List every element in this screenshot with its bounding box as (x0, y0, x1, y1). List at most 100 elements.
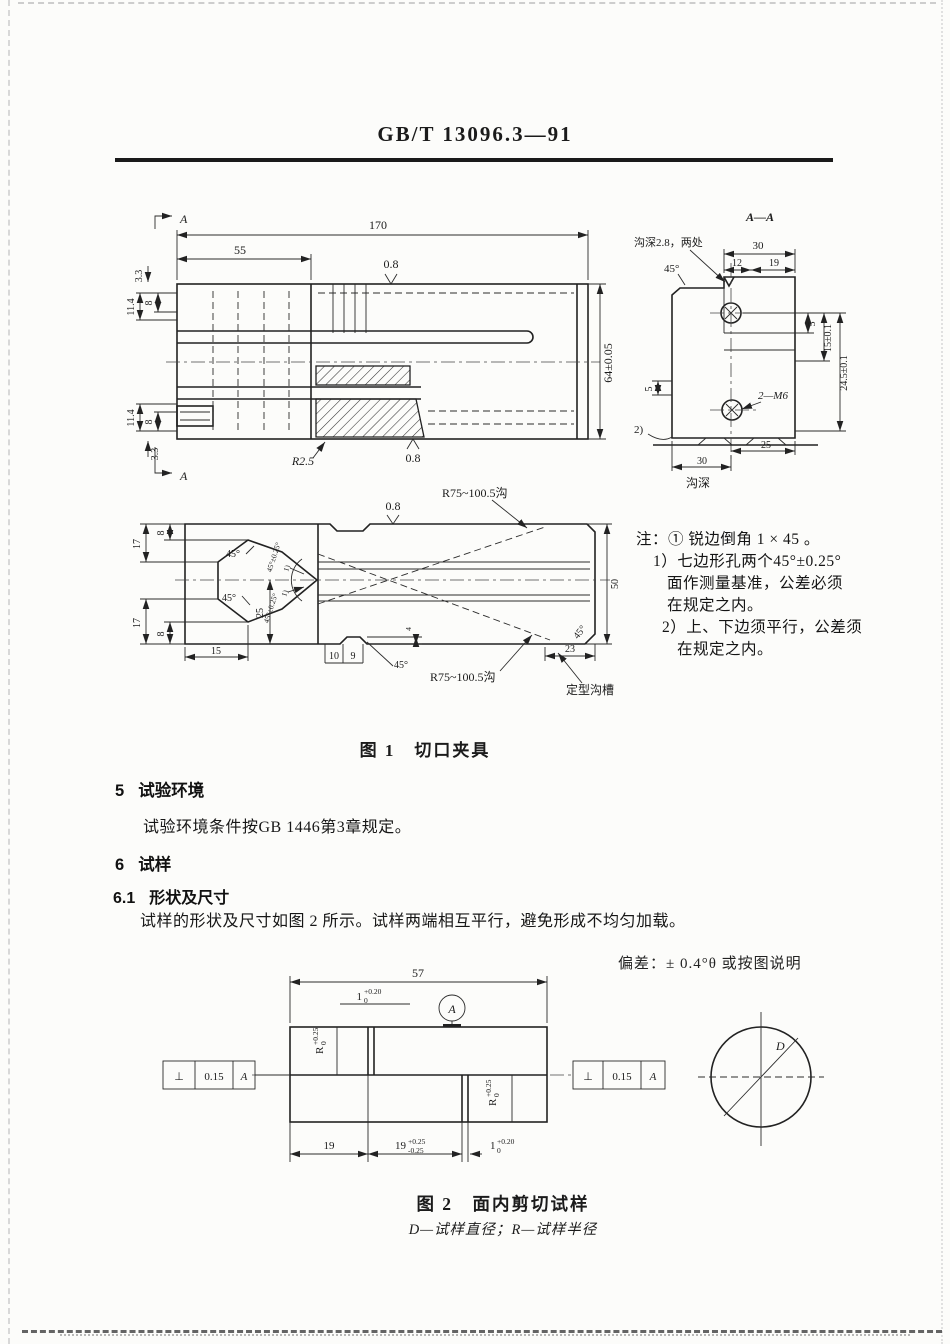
notch-top-upper: +0.20 (364, 987, 382, 996)
roughness-symbol-bottom (406, 438, 420, 450)
note-line-1: 注：① 锐边倒角 1 × 45 。 (636, 531, 820, 548)
perpendicularity-icon-right: ⊥ (583, 1071, 593, 1083)
note-line-5: 2）上、下边须平行，公差须 (662, 619, 863, 636)
radius-right-dim: R +0.25 0 (484, 1079, 501, 1106)
dim-17-top: 17 (132, 539, 143, 549)
frame-right-value: 0.15 (612, 1071, 632, 1083)
radius-left-base: R (314, 1046, 326, 1054)
roughness-bottom: 0.8 (406, 451, 421, 465)
dim-12: 12 (732, 258, 742, 269)
dim-30-top: 30 (753, 240, 765, 252)
frame-left-value: 0.15 (204, 1071, 224, 1083)
section-5-body: 试验环境条件按GB 1446第3章规定。 (143, 819, 412, 836)
note-line-6: 在规定之内。 (677, 641, 774, 658)
note-line-3: 面作测量基准，公差必须 (667, 575, 844, 592)
fig2-subcaption: D—试样直径；R—试样半径 (408, 1222, 598, 1238)
fig1-main-view-drawing: A 170 55 0.8 3.3 11.4 8 8 11.4 3.3 (126, 212, 615, 483)
fig2-end-view: D (698, 1012, 824, 1146)
diameter-d-label: D (775, 1039, 785, 1053)
radius-right-upper: +0.25 (484, 1079, 493, 1097)
dim-170: 170 (369, 218, 387, 232)
dim-24-5: 24.5±0.1 (839, 355, 850, 391)
roughness-top: 0.8 (384, 257, 399, 271)
thread-2-m6: 2—M6 (758, 390, 788, 402)
standard-number: GB/T 13096.3—91 (377, 122, 573, 146)
tolerance-frame-left: ⊥ 0.15 A (162, 1060, 290, 1090)
fig1-notes: 注：① 锐边倒角 1 × 45 。 1）七边形孔两个45°±0.25° 面作测量… (636, 529, 906, 661)
fig2-outline (252, 1026, 572, 1162)
dim-4: 4 (404, 627, 413, 631)
fig1-caption: 图 1 切口夹具 (359, 741, 491, 760)
notch-top-lower: 0 (364, 996, 368, 1005)
datum-a-symbol: A (447, 1002, 456, 1016)
radius-right-lower: 0 (492, 1093, 501, 1097)
dim-19: 19 (324, 1140, 336, 1152)
section-arrow-label-top: A (179, 212, 188, 226)
dim-25: 25 (255, 608, 266, 618)
scan-artifact-right (941, 0, 943, 1344)
dim-30-bottom: 30 (697, 456, 707, 467)
section-6-1-body: 试样的形状及尺寸如图 2 所示。试样两端相互平行，避免形成不均匀加载。 (140, 913, 686, 930)
groove-label-top: R75~100.5沟 (442, 486, 508, 500)
dim-19-tol-base: 19 (395, 1140, 407, 1152)
fig1-section-dimensions: 30 12 19 5 15±0.1 24.5±0.1 5 2—M6 2) 25 … (634, 240, 850, 490)
angle-45-lower: 45° (222, 593, 236, 604)
dim-8-top: 8 (144, 301, 155, 306)
dim-11-4-top: 11.4 (126, 298, 137, 315)
groove-note: 沟深2.8，两处 (634, 236, 703, 249)
fig1-main-outline (176, 283, 589, 440)
notch-bot-upper: +0.20 (497, 1137, 515, 1146)
dim-57: 57 (412, 966, 424, 980)
dim-19-tol-lower: -0.25 (408, 1146, 424, 1155)
dim-8-bottom: 8 (144, 420, 155, 425)
fig1-top-dimensions: R75~100.5沟 0.8 17 8 17 8 45° 45° 45°±0.2… (132, 486, 621, 697)
fig1-top-outline (175, 523, 610, 645)
roughness: 0.8 (386, 499, 401, 513)
section-title: A—A (745, 210, 774, 224)
dim-8-bottom: 8 (156, 632, 167, 637)
header-rule (115, 158, 833, 162)
fig2-deviation-note: 偏差：± 0.4°θ 或按图说明 (618, 956, 802, 972)
section-6-number: 6 (115, 856, 125, 874)
scan-artifact-bottom (22, 1330, 942, 1333)
fig2-dimensions: 57 1 +0.20 0 A R +0.25 0 R +0.25 0 ⊥ (162, 966, 666, 1158)
dim-19-tol-upper: +0.25 (408, 1137, 426, 1146)
radius-left-lower: 0 (319, 1041, 328, 1045)
groove-label-bottom: R75~100.5沟 (430, 670, 496, 684)
fig1-top-view-drawing: R75~100.5沟 0.8 17 8 17 8 45° 45° 45°±0.2… (132, 486, 621, 697)
dim-25: 25 (761, 440, 771, 451)
dim-3-3-top: 3.3 (134, 270, 145, 283)
datum-base (443, 1024, 461, 1028)
scan-artifact-bottom2 (60, 1334, 910, 1336)
dim-64: 64±0.05 (601, 343, 615, 383)
fig2-drawing: 57 1 +0.20 0 A R +0.25 0 R +0.25 0 ⊥ (162, 966, 824, 1162)
dim-3-3-bottom2: 3.3 (150, 448, 161, 461)
dim-17-bottom: 17 (132, 618, 143, 628)
fig1-main-hidden-lines (166, 291, 600, 434)
section-5-title: 试验环境 (138, 782, 205, 800)
radius-right-base: R (487, 1098, 499, 1106)
radius-left-upper: +0.25 (311, 1027, 320, 1045)
scan-artifact-left (8, 0, 10, 1344)
dim-9: 9 (351, 651, 356, 662)
fig2-caption: 图 2 面内剪切试样 (416, 1194, 590, 1214)
angle-45-upper: 45° (226, 549, 240, 560)
dim-50: 50 (610, 579, 621, 589)
frame-right-datum: A (649, 1071, 657, 1083)
notch-top-dim: 1 (357, 991, 363, 1003)
dim-15: 15 (211, 646, 221, 657)
radius-left-dim: R +0.25 0 (311, 1027, 328, 1054)
dim-15: 15±0.1 (823, 324, 834, 352)
dim-19: 19 (769, 258, 779, 269)
section-6-1-number: 6.1 (113, 890, 136, 907)
section-6-1-title: 形状及尺寸 (149, 890, 230, 907)
section-arrow-label-bottom: A (179, 469, 188, 483)
dim-10: 10 (329, 651, 339, 662)
ref-1-lower: 1) (279, 588, 290, 597)
note-line-4: 在规定之内。 (667, 597, 764, 614)
ref-1-upper: 1) (281, 563, 292, 572)
frame-left-datum: A (240, 1071, 248, 1083)
